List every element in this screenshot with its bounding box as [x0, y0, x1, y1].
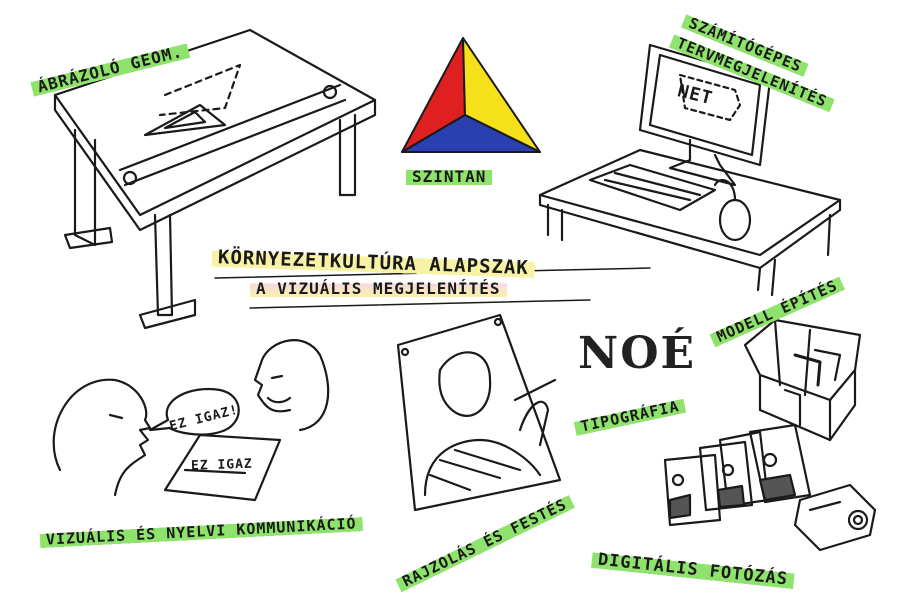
photos-projector-drawing — [663, 423, 877, 552]
color-triangle-drawing — [401, 37, 541, 153]
subtitle-underline — [249, 299, 591, 309]
label-color-theory: SZINTAN — [406, 166, 493, 187]
model-house-drawing — [743, 318, 862, 442]
talking-faces-drawing — [52, 339, 330, 502]
typography-sample: NOÉ — [578, 328, 697, 379]
paper-text: EZ IGAZ — [190, 456, 254, 474]
computer-desk-drawing — [538, 43, 842, 297]
portrait-drawing — [396, 313, 562, 512]
title-line2: A VIZUÁLIS MEGJELENÍTÉS — [250, 278, 507, 299]
drafting-table-drawing — [53, 28, 377, 330]
